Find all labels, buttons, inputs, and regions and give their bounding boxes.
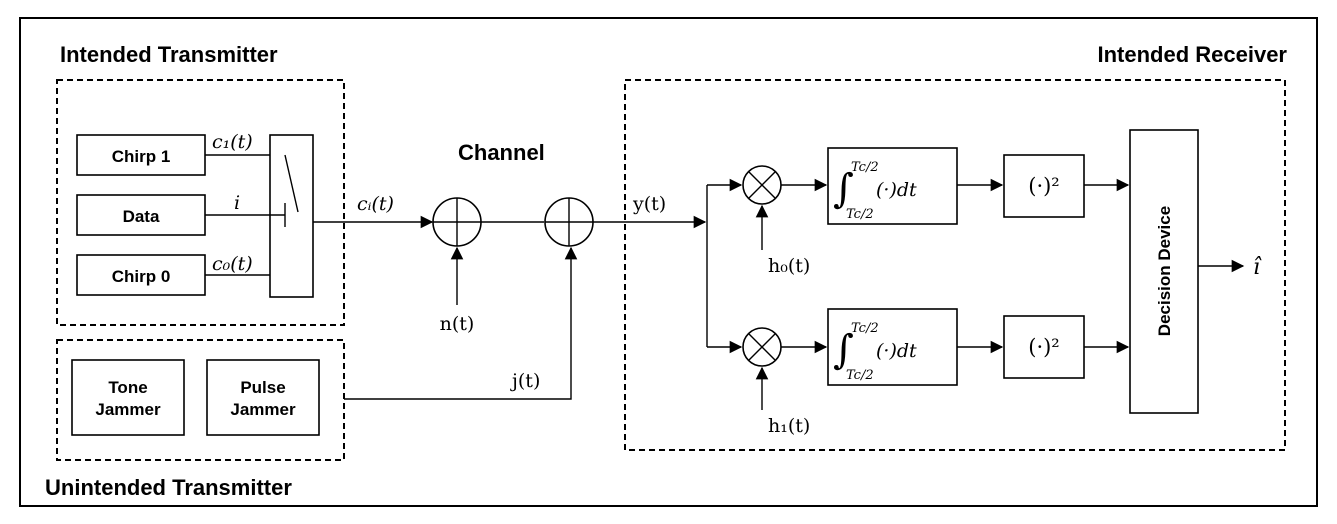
chirp0-label: Chirp 0 bbox=[112, 267, 171, 286]
c0-label: c₀(t) bbox=[212, 253, 253, 275]
i-label: i bbox=[234, 192, 240, 214]
j-label: j(t) bbox=[510, 370, 540, 392]
h0-label: h₀(t) bbox=[768, 255, 810, 277]
y-label: y(t) bbox=[632, 193, 666, 215]
intended-receiver-title: Intended Receiver bbox=[1097, 42, 1287, 67]
c1-label: c₁(t) bbox=[212, 131, 253, 153]
lower-integrator-lower-limit: Tc/2 bbox=[846, 368, 874, 383]
jammer-path bbox=[344, 246, 578, 400]
decision-device-label: Decision Device bbox=[1155, 206, 1174, 336]
unintended-transmitter-frame bbox=[56, 339, 345, 461]
tone-jammer-block: Tone Jammer bbox=[71, 359, 185, 436]
data-block: Data bbox=[76, 194, 206, 236]
tone-jammer-line2: Jammer bbox=[95, 400, 161, 419]
pulse-jammer-block: Pulse Jammer bbox=[206, 359, 320, 436]
integral-sign-icon: ∫ bbox=[833, 327, 854, 373]
n-label: n(t) bbox=[440, 313, 475, 335]
ci-label: cᵢ(t) bbox=[357, 193, 394, 215]
upper-integrator-body: (·)dt bbox=[876, 179, 917, 201]
data-label: Data bbox=[123, 207, 160, 226]
integral-sign-icon: ∫ bbox=[833, 166, 854, 212]
intended-transmitter-frame bbox=[56, 79, 345, 326]
pulse-jammer-line1: Pulse bbox=[240, 378, 285, 397]
lower-integrator-block: ∫ Tc/2 Tc/2 (·)dt bbox=[827, 308, 958, 386]
lower-multiplier-icon bbox=[742, 327, 782, 367]
upper-multiplier-icon bbox=[742, 165, 782, 205]
lower-integrator-body: (·)dt bbox=[876, 340, 917, 362]
decision-device-block: Decision Device bbox=[1129, 129, 1199, 414]
h1-label: h₁(t) bbox=[768, 415, 810, 437]
tone-jammer-line1: Tone bbox=[108, 378, 147, 397]
upper-integrator-upper-limit: Tc/2 bbox=[851, 160, 879, 175]
intended-receiver-frame bbox=[624, 79, 1286, 451]
switch-block bbox=[269, 134, 314, 298]
upper-squarer-block: (·)² bbox=[1003, 154, 1085, 218]
upper-integrator-block: ∫ Tc/2 Tc/2 (·)dt bbox=[827, 147, 958, 225]
chirp0-block: Chirp 0 bbox=[76, 254, 206, 296]
channel-title: Channel bbox=[458, 140, 545, 165]
pulse-jammer-line2: Jammer bbox=[230, 400, 296, 419]
chirp1-block: Chirp 1 bbox=[76, 134, 206, 176]
lower-squarer-block: (·)² bbox=[1003, 315, 1085, 379]
chirp1-label: Chirp 1 bbox=[112, 147, 171, 166]
jammer-adder-icon bbox=[544, 197, 594, 247]
lower-integrator-upper-limit: Tc/2 bbox=[851, 321, 879, 336]
intended-transmitter-title: Intended Transmitter bbox=[60, 42, 278, 67]
lower-squarer-label: (·)² bbox=[1028, 335, 1059, 359]
i-hat-label: î bbox=[1253, 255, 1262, 280]
unintended-transmitter-title: Unintended Transmitter bbox=[45, 475, 292, 500]
outer-frame bbox=[19, 17, 1318, 507]
noise-adder-icon bbox=[432, 197, 482, 247]
upper-squarer-label: (·)² bbox=[1028, 174, 1059, 198]
upper-integrator-lower-limit: Tc/2 bbox=[846, 207, 874, 222]
